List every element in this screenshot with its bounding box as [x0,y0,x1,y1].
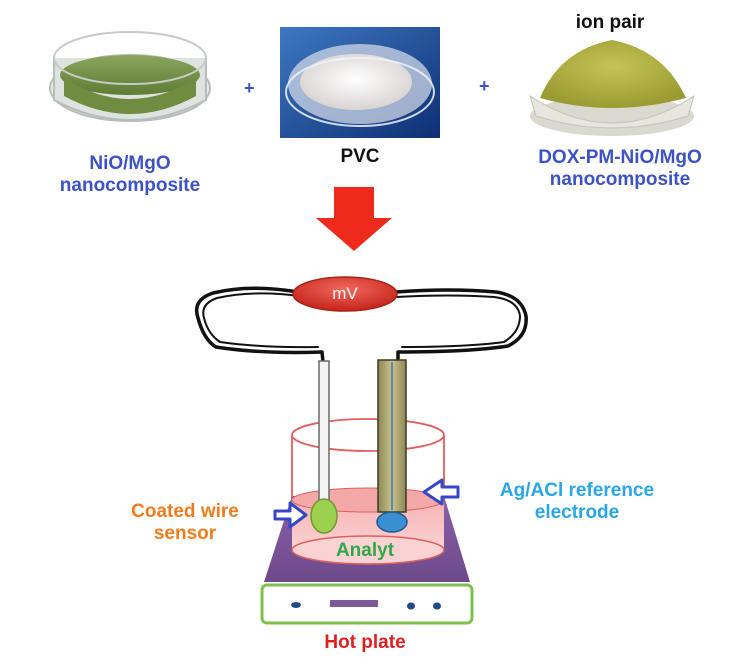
dox-label: DOX-PM-NiO/MgO nanocomposite [505,147,735,191]
nio-mgo-dish-image [49,31,211,122]
hot-plate-knob-2 [433,602,441,610]
coated-wire-electrode [310,360,338,534]
meter-label: mV [332,284,358,303]
sensor-label-line1: Coated wire [131,501,239,522]
pvc-powder-image [280,27,440,138]
hot-plate-label: Hot plate [324,632,406,653]
reference-electrode [376,359,408,533]
dox-label-line2: nanocomposite [549,169,691,190]
coated-wire-sensor-tip [310,498,338,534]
hot-plate-display [330,600,378,607]
sensor-label: Coated wire sensor [100,501,270,545]
sensor-pointer-arrow [273,501,308,529]
dox-powder-image [529,40,695,136]
ion-pair-label: ion pair [575,12,645,33]
pvc-label: PVC [340,146,380,167]
nio-mgo-label: NiO/MgO nanocomposite [40,153,220,197]
wire-loop [194,286,528,364]
hot-plate-knob-left [291,602,301,608]
hot-plate-knob-1 [407,602,415,610]
wire-loop-outline [202,292,522,349]
reference-label-line2: electrode [534,502,620,523]
hot-plate-base [260,583,474,625]
nio-mgo-label-line1: NiO/MgO [89,153,171,174]
dox-label-line1: DOX-PM-NiO/MgO [538,147,702,168]
sensor-label-line2: sensor [153,523,217,544]
analyte-label: Analyt [335,540,395,561]
reference-electrode-tip [376,511,408,533]
plus-sign-1: + [244,78,255,98]
plus-sign-2: + [479,76,490,96]
reference-pointer-arrow [422,478,460,506]
reference-label: Ag/ACl reference electrode [462,480,692,524]
process-arrow-down [316,187,392,251]
millivolt-meter [292,276,398,312]
nio-mgo-label-line2: nanocomposite [59,175,201,196]
reference-label-line1: Ag/ACl reference [499,480,655,501]
